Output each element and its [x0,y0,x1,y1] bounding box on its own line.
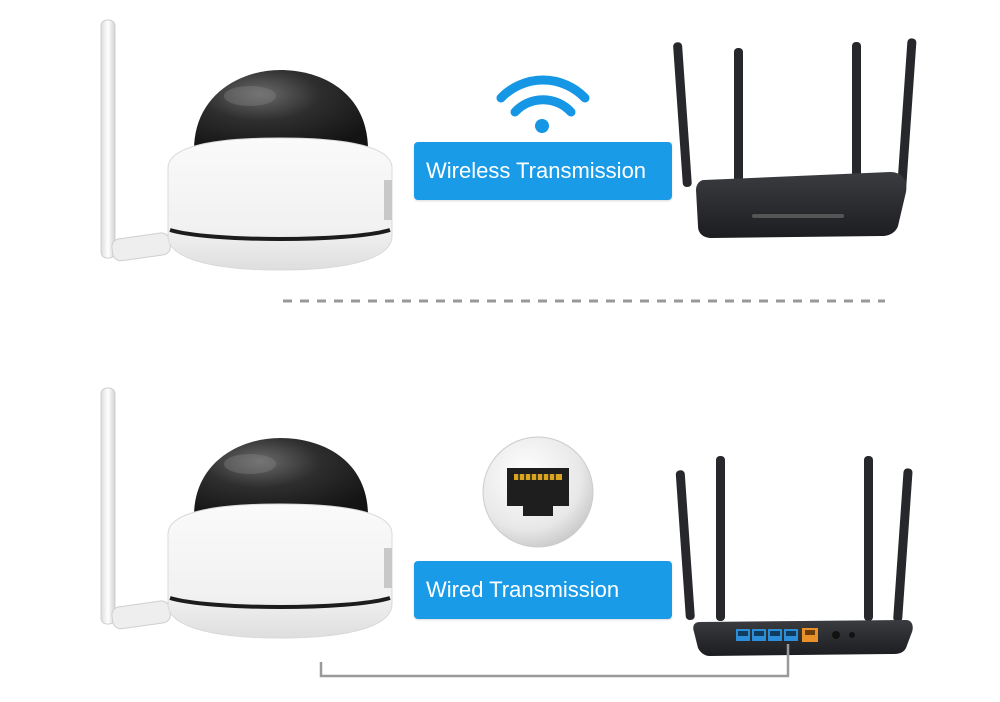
wireless-transmission-label: Wireless Transmission [414,142,672,200]
router-antenna [893,468,913,623]
router-body [696,172,907,238]
camera-body [167,137,393,271]
camera-dome [194,70,368,150]
camera-dome [194,438,368,516]
ethernet-cable [319,644,790,678]
router-antenna [673,42,692,188]
lan-ports [736,629,798,641]
camera-antenna [100,387,116,625]
router-antenna [897,38,917,191]
wireless-router [673,38,917,238]
camera-antenna [100,19,116,259]
router-antenna [734,48,743,183]
wired-router [675,456,913,656]
antenna-joint [111,600,171,630]
camera-body [167,503,393,639]
wired-camera [100,387,393,639]
wired-transmission-label: Wired Transmission [414,561,672,619]
ethernet-port-icon [482,436,594,548]
router-antenna [864,456,873,621]
wifi-icon [496,75,590,133]
router-antenna [716,456,725,621]
router-antenna [675,470,695,621]
power-jack [832,631,840,639]
router-antenna [852,42,861,182]
antenna-joint [111,232,171,262]
wireless-camera [100,19,393,271]
